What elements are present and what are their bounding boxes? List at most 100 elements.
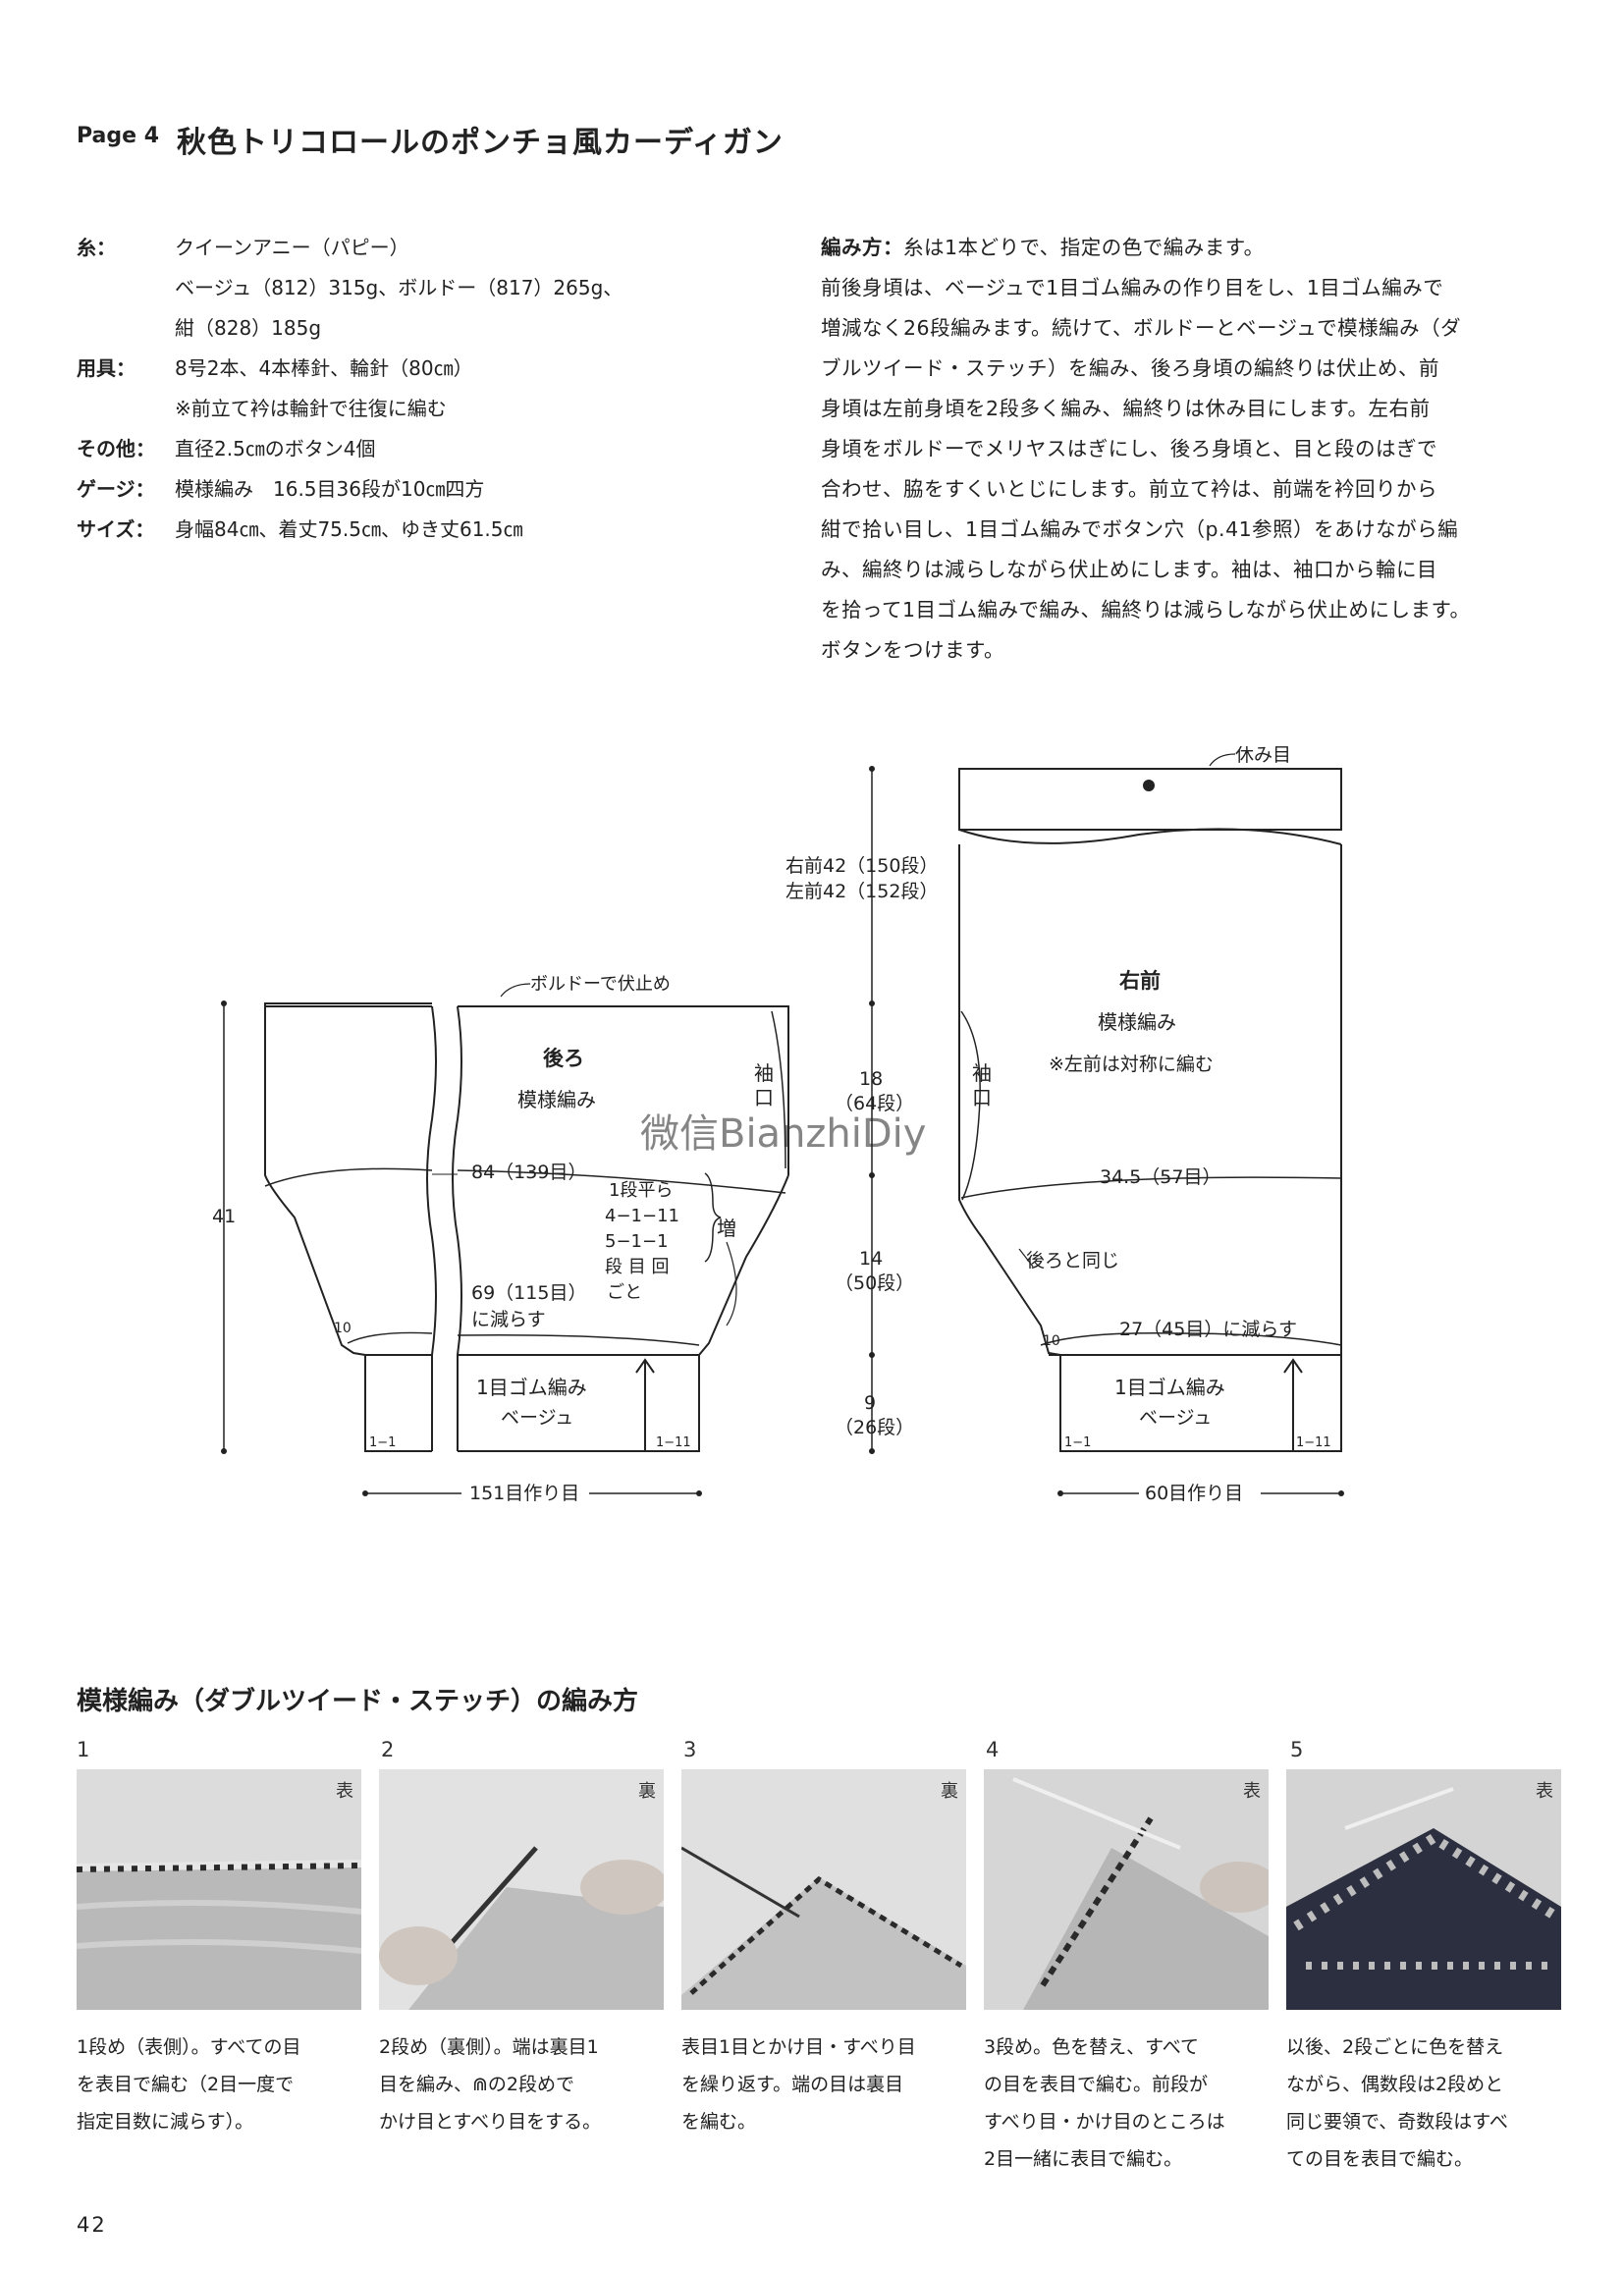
increase-brace xyxy=(704,1172,722,1263)
dim-dot xyxy=(869,1352,875,1358)
center-seg3-rows: （26段） xyxy=(835,1417,914,1438)
dim-dot xyxy=(869,1001,875,1006)
back-inc-label: 増 xyxy=(717,1217,736,1240)
knitting-illustration xyxy=(77,1769,361,2010)
side-label: 表 xyxy=(1243,1781,1261,1802)
center-seg2: 14 xyxy=(859,1248,883,1270)
dim-dot xyxy=(869,766,875,772)
center-seg3: 9 xyxy=(864,1392,876,1414)
caption-line: かけ目とすべり目をする。 xyxy=(379,2111,602,2133)
rest-leader xyxy=(1209,753,1236,767)
caption-line: を編む。 xyxy=(681,2111,757,2133)
method-line: を拾って1目ゴム編みで編み、編終りは減らしながら伏止めにします。 xyxy=(821,598,1471,622)
center-front-right: 右前42（150段） xyxy=(785,855,938,877)
back-break-left xyxy=(426,1005,437,1451)
method-line: 紺で拾い目し、1目ゴム編みでボタン穴（p.41参照）をあけながら編 xyxy=(821,517,1459,541)
bindoff-leader xyxy=(500,983,531,998)
caption-line: の目を表目で編む。前段が xyxy=(984,2074,1209,2095)
back-lower-curve xyxy=(347,1331,700,1346)
caption-line: を表目で編む（2目一度で xyxy=(77,2074,295,2095)
dim-dot xyxy=(869,1172,875,1178)
method-line: 増減なく26段編みます。続けて、ボルドーとベージュで模様編み（ダ xyxy=(821,316,1462,340)
same-leader xyxy=(1018,1248,1034,1268)
side-label: 表 xyxy=(1536,1781,1553,1802)
step-photo: 表 xyxy=(984,1769,1269,2010)
back-inc-line-2: 4−1−11 xyxy=(605,1206,679,1226)
materials-line: 8号2本、4本棒針、輪針（80㎝） xyxy=(175,356,473,380)
back-left-side xyxy=(264,1006,432,1452)
method-line: ボタンをつけます。 xyxy=(821,638,1004,662)
back-rib-mark-right: 1−11 xyxy=(656,1435,691,1450)
method-line: ブルツイード・ステッチ）を編み、後ろ身頃の編終りは伏止め、前 xyxy=(821,356,1439,380)
back-break-right xyxy=(452,1005,462,1451)
dim-dot xyxy=(221,1001,227,1006)
dim-dot xyxy=(869,1448,875,1454)
materials-other: その他： 直径2.5㎝のボタン4個 xyxy=(77,429,744,469)
method-line: 身頃をボルドーでメリヤスはぎにし、後ろ身頃と、目と段のはぎで xyxy=(821,437,1437,460)
front-rib-mark-left: 1−1 xyxy=(1064,1435,1091,1450)
back-right-side xyxy=(458,1174,789,1452)
caption-line: 3段め。色を替え、すべて xyxy=(984,2036,1199,2058)
materials-gauge: ゲージ： 模様編み 16.5目36段が10㎝四方 xyxy=(77,469,744,510)
front-name: 右前 xyxy=(1119,969,1161,993)
method-line: み、編終りは減らしながら伏止めにします。袖は、袖口から輪に目 xyxy=(821,558,1437,581)
front-rest-band xyxy=(958,768,1342,831)
step-caption: 3段め。色を替え、すべて の目を表目で編む。前段が すべり目・かけ目のところは … xyxy=(984,2029,1269,2178)
caption-line: 同じ要領で、奇数段はすべ xyxy=(1286,2111,1508,2133)
step-photo: 裏 xyxy=(379,1769,664,2010)
caption-line: 以後、2段ごとに色を替え xyxy=(1286,2036,1504,2058)
dim-dot xyxy=(1338,1490,1344,1496)
materials-label: 用具： xyxy=(77,356,135,380)
materials-line: ※前立て衿は輪針で往復に編む xyxy=(175,397,447,420)
caption-line: 2目一緒に表目で編む。 xyxy=(984,2148,1183,2170)
front-pattern: 模様編み xyxy=(1098,1010,1176,1034)
knitting-illustration xyxy=(379,1769,664,2010)
back-armhole-2: 口 xyxy=(754,1086,774,1109)
step-number: 5 xyxy=(1290,1738,1304,1761)
caption-line: ての目を表目で編む。 xyxy=(1286,2148,1474,2170)
center-seg1: 18 xyxy=(859,1068,883,1090)
side-label: 表 xyxy=(336,1781,353,1802)
front-wavy-top xyxy=(958,828,1342,845)
watermark: 微信BianzhiDiy xyxy=(640,1111,926,1157)
front-width-curve xyxy=(960,1176,1342,1199)
stitch-section-title: 模様編み（ダブルツイード・ステッチ）の編み方 xyxy=(77,1687,639,1716)
back-right-top xyxy=(458,1005,789,1175)
back-reduce-2: に減らす xyxy=(471,1309,546,1330)
front-rib-mark-right: 1−11 xyxy=(1296,1435,1331,1450)
step-photo: 表 xyxy=(1286,1769,1561,2010)
method-line: 糸は1本どりで、指定の色で編みます。 xyxy=(903,236,1265,259)
back-name: 後ろ xyxy=(543,1047,584,1070)
caption-line: を繰り返す。端の目は裏目 xyxy=(681,2074,904,2095)
caption-line: 目を編み、⋒の2段めで xyxy=(379,2074,575,2095)
step-number: 3 xyxy=(683,1738,697,1761)
caption-line: 1段め（表側）。すべての目 xyxy=(77,2036,301,2058)
side-label: 裏 xyxy=(638,1781,656,1802)
front-caston-label: 60目作り目 xyxy=(1145,1483,1243,1504)
back-rib-color: ベージュ xyxy=(501,1407,573,1429)
materials-line: 身幅84㎝、着丈75.5㎝、ゆき丈61.5㎝ xyxy=(175,517,523,541)
step-photo: 裏 xyxy=(681,1769,966,2010)
back-direction-arrow xyxy=(635,1358,655,1451)
increase-leader xyxy=(726,1241,737,1326)
dim-dot xyxy=(696,1490,702,1496)
step-caption: 2段め（裏側）。端は裏目1 目を編み、⋒の2段めで かけ目とすべり目をする。 xyxy=(379,2029,664,2140)
back-width-label: 84（139目） xyxy=(471,1162,586,1183)
step-photo: 表 xyxy=(77,1769,361,2010)
front-armhole-curve xyxy=(960,1010,981,1201)
button-dot xyxy=(1143,780,1155,791)
materials-line: 紺（828）185g xyxy=(175,316,322,340)
caption-line: 指定目数に減らす）。 xyxy=(77,2111,254,2133)
materials-line: 直径2.5㎝のボタン4個 xyxy=(175,437,376,460)
materials-size: サイズ： 身幅84㎝、着丈75.5㎝、ゆき丈61.5㎝ xyxy=(77,510,744,550)
center-seg2-rows: （50段） xyxy=(835,1272,914,1294)
caption-line: 2段め（裏側）。端は裏目1 xyxy=(379,2036,599,2058)
back-armhole-1: 袖 xyxy=(754,1061,774,1085)
back-inc-line-1: 1段平ら xyxy=(609,1180,673,1201)
caption-line: ながら、偶数段は2段めと xyxy=(1286,2074,1504,2095)
back-inc-col: ごと xyxy=(607,1282,642,1303)
front-armhole-2: 口 xyxy=(972,1086,992,1109)
back-pattern: 模様編み xyxy=(517,1088,596,1111)
schematic-diagram: ボルドーで伏止め 後ろ 模様編み 袖 口 84（139目） 1段平ら 4−1−1… xyxy=(212,746,1344,1504)
back-armhole-curve xyxy=(771,1010,786,1169)
